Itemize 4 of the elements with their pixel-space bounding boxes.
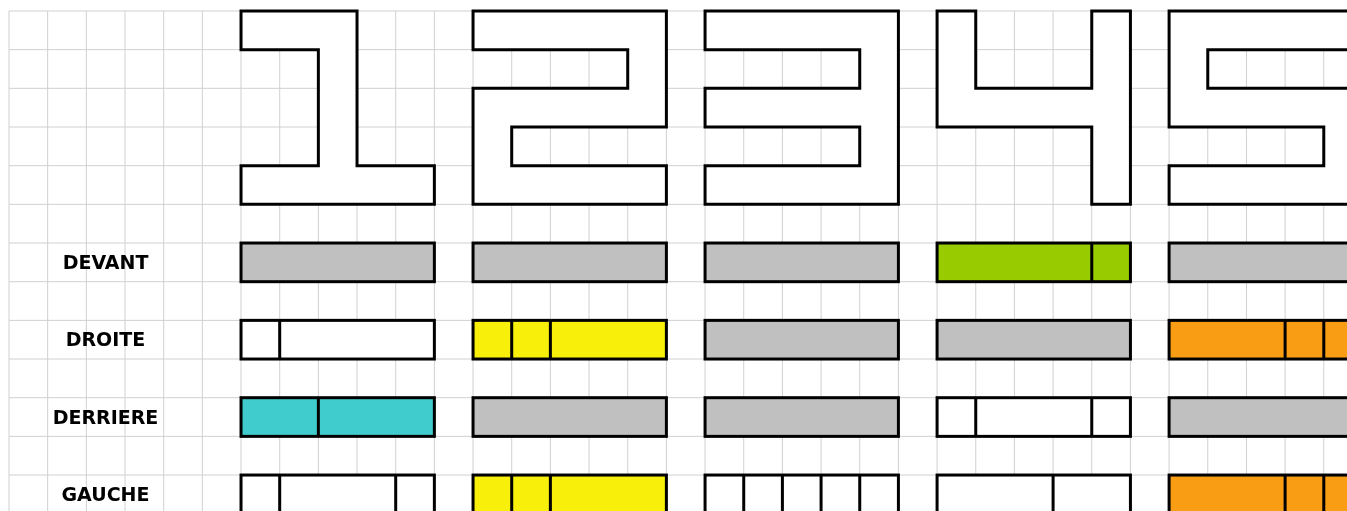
row-label: GAUCHE	[60, 482, 151, 508]
row-label: DROITE	[64, 327, 147, 353]
row-label: DEVANT	[61, 250, 150, 275]
row-label: DERRIERE	[51, 404, 160, 430]
